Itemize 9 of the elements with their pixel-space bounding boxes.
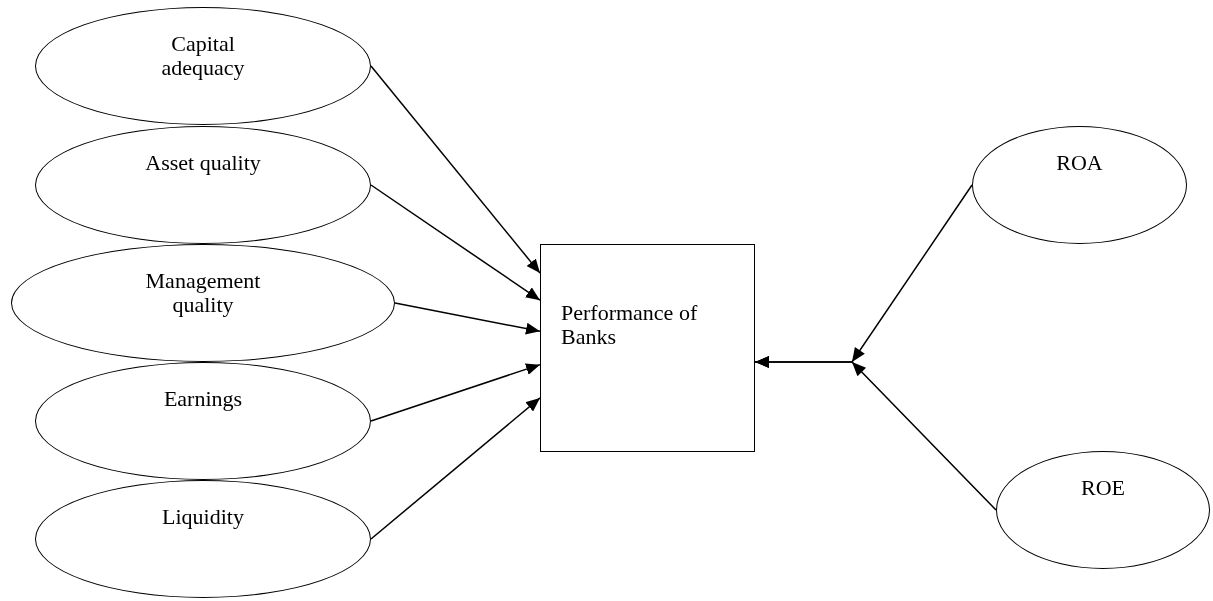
node-label: Capital adequacy bbox=[160, 32, 246, 81]
node-label: Liquidity bbox=[162, 505, 244, 530]
node-label: Asset quality bbox=[145, 151, 261, 176]
node-label: Management quality bbox=[144, 269, 262, 318]
node-label: Performance of Banks bbox=[561, 301, 699, 350]
node-label: ROA bbox=[1056, 151, 1103, 176]
node-label: Earnings bbox=[163, 387, 243, 412]
node-label: ROE bbox=[1081, 476, 1125, 501]
process-box bbox=[540, 244, 755, 452]
